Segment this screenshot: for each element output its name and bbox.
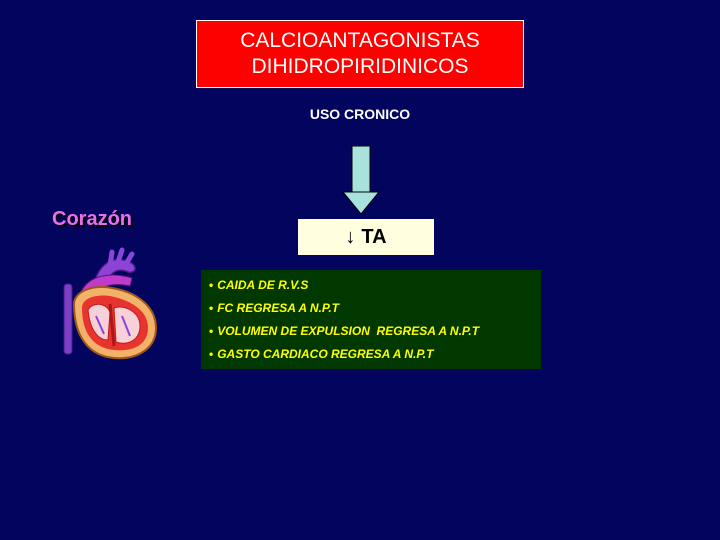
effects-box: •CAIDA DE R.V.S •FC REGRESA A N.P.T •VOL…: [201, 270, 541, 369]
subtitle: USO CRONICO: [309, 106, 411, 122]
effect-text: FC REGRESA A N.P.T: [217, 301, 339, 315]
effect-text: VOLUMEN DE EXPULSION REGRESA A N.P.T: [217, 324, 480, 338]
heart-label: Corazón: [52, 208, 132, 230]
down-arrow-icon: [343, 146, 379, 214]
title-box: CALCIOANTAGONISTAS DIHIDROPIRIDINICOS: [196, 20, 524, 88]
list-item: •FC REGRESA A N.P.T: [209, 301, 339, 315]
heart-icon: [63, 247, 158, 360]
result-box: ↓ TA: [298, 219, 434, 255]
list-item: •VOLUMEN DE EXPULSION REGRESA A N.P.T: [209, 324, 480, 338]
effect-text: CAIDA DE R.V.S: [217, 278, 309, 292]
title-line-2: DIHIDROPIRIDINICOS: [251, 55, 469, 78]
list-item: •GASTO CARDIACO REGRESA A N.P.T: [209, 347, 434, 361]
down-arrow-symbol: ↓: [345, 225, 356, 248]
title-line-1: CALCIOANTAGONISTAS: [240, 29, 480, 52]
list-item: •CAIDA DE R.V.S: [209, 278, 309, 292]
effects-list: •CAIDA DE R.V.S •FC REGRESA A N.P.T •VOL…: [209, 274, 533, 366]
result-label: TA: [361, 225, 387, 248]
effect-text: GASTO CARDIACO REGRESA A N.P.T: [217, 347, 434, 361]
